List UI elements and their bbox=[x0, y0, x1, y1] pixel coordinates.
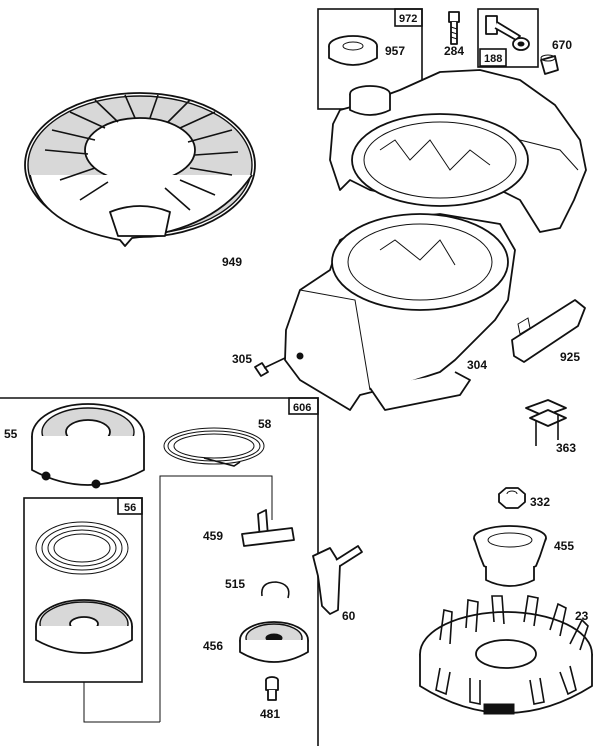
label-58: 58 bbox=[258, 417, 272, 431]
label-670: 670 bbox=[552, 38, 572, 52]
label-972: 972 bbox=[399, 13, 417, 25]
label-332: 332 bbox=[530, 495, 550, 509]
label-56: 56 bbox=[124, 502, 136, 514]
flywheel-23: 23 bbox=[419, 595, 593, 715]
fuel-tank bbox=[329, 69, 587, 233]
label-60: 60 bbox=[342, 609, 356, 623]
starter-kit-callout-box: 606 bbox=[0, 397, 319, 746]
label-455: 455 bbox=[554, 539, 574, 553]
label-284: 284 bbox=[444, 44, 464, 58]
label-515: 515 bbox=[225, 577, 245, 591]
bushing-670: 670 bbox=[540, 38, 572, 75]
bracket-363: 363 bbox=[525, 399, 576, 455]
label-305: 305 bbox=[232, 352, 252, 366]
handle-60: 60 bbox=[312, 545, 363, 623]
pulley-kit-56: 56 bbox=[23, 497, 160, 723]
label-949: 949 bbox=[222, 255, 242, 269]
screw-188: 188 bbox=[477, 8, 539, 68]
label-957: 957 bbox=[385, 44, 405, 58]
label-188: 188 bbox=[484, 53, 502, 65]
screw-481: 481 bbox=[260, 676, 280, 721]
label-23: 23 bbox=[575, 609, 589, 623]
cup-455: 455 bbox=[473, 525, 574, 587]
bolt-305: 305 bbox=[232, 352, 286, 377]
connector-lines bbox=[159, 475, 273, 722]
label-55: 55 bbox=[4, 427, 18, 441]
baffle-925: 925 bbox=[511, 299, 586, 364]
label-456: 456 bbox=[203, 639, 223, 653]
label-481: 481 bbox=[260, 707, 280, 721]
rewind-screen-949: 949 bbox=[24, 92, 256, 269]
blower-housing-304: 304 bbox=[284, 213, 516, 411]
dog-459: 459 bbox=[203, 509, 295, 547]
label-925: 925 bbox=[560, 350, 580, 364]
label-304: 304 bbox=[467, 358, 487, 372]
label-459: 459 bbox=[203, 529, 223, 543]
ratchet-456: 456 bbox=[203, 621, 309, 663]
label-363: 363 bbox=[556, 441, 576, 455]
label-606: 606 bbox=[293, 402, 311, 414]
starter-housing-55: 55 bbox=[4, 403, 145, 489]
clip-515: 515 bbox=[225, 577, 290, 599]
bolt-284: 284 bbox=[444, 11, 464, 58]
rope-58: 58 bbox=[163, 417, 272, 467]
nut-332: 332 bbox=[498, 487, 550, 509]
fuel-cap-957: 957 bbox=[328, 35, 405, 66]
